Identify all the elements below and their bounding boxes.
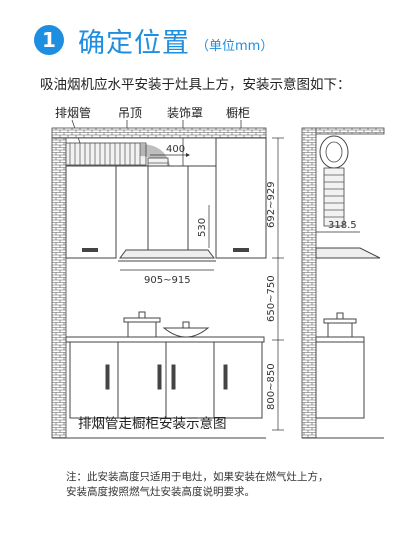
instruction-text: 吸油烟机应水平安装于灶具上方，安装示意图如下： (40, 77, 351, 93)
side-hood (315, 247, 381, 259)
left-wall (51, 137, 67, 439)
wok (162, 321, 210, 338)
install-note: 注：此安装高度只适用于电灶，如果安装在燃气灶上方， 安装高度按照燃气灶安装高度说… (66, 470, 329, 500)
side-wall (301, 127, 317, 439)
note-line-1: 注：此安装高度只适用于电灶，如果安装在燃气灶上方， (66, 471, 329, 483)
label-cabinet: 橱柜 (226, 106, 251, 120)
top-wall (51, 127, 267, 139)
diagram-caption: 排烟管走橱柜安装示意图 (78, 416, 227, 432)
hood-canopy (119, 249, 215, 259)
dim-650-750: 650~750 (266, 275, 277, 322)
step-number-badge: 1 (34, 25, 64, 55)
dim-692-929: 692~929 (266, 181, 277, 228)
label-cover: 装饰罩 (167, 106, 204, 120)
countertop (65, 336, 265, 343)
hood-cover (147, 165, 189, 251)
note-line-2: 安装高度按照燃气灶安装高度说明要求。 (66, 486, 255, 498)
side-duct (319, 135, 349, 227)
label-duct: 排烟管 (55, 106, 92, 120)
header: 1 确定位置 （单位mm） (34, 22, 274, 59)
dim-530: 530 (197, 218, 208, 237)
base-cabinets (69, 341, 263, 419)
pot (123, 311, 161, 338)
dim-400: 400 (166, 144, 185, 155)
label-ceiling: 吊顶 (118, 106, 143, 120)
side-pot (323, 312, 357, 338)
unit-note: （单位mm） (196, 38, 274, 54)
section-title: 确定位置 (78, 27, 190, 59)
dim-800-850: 800~850 (266, 363, 277, 410)
dim-318-5: 318.5 (328, 220, 357, 231)
dim-905-915: 905~915 (144, 275, 191, 286)
upper-cabinet-left (65, 165, 117, 259)
side-cabinet (315, 336, 365, 419)
exhaust-duct (65, 142, 171, 195)
upper-cabinet-right (215, 137, 267, 259)
